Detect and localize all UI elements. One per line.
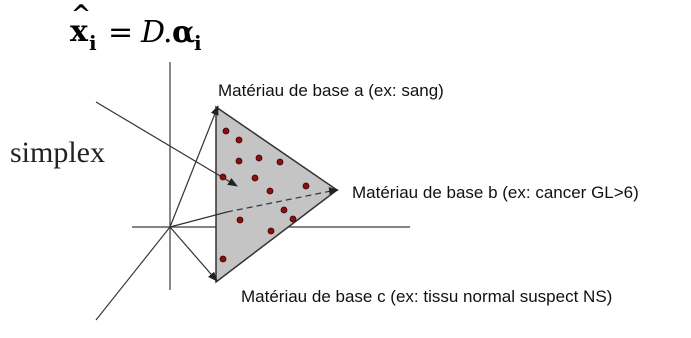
vertex-rays [169,105,339,282]
formula-hat: ^ [71,0,91,28]
formula-dictionary: D [140,15,165,50]
data-point [222,127,230,135]
vertex-b-label: Matériau de base b (ex: cancer GL>6) [352,183,639,202]
data-point [235,157,243,165]
data-point [251,174,259,182]
data-point [235,136,243,144]
formula-coef-symbol: α [172,15,195,50]
data-point [219,255,227,263]
formula-coef-subscript: i [194,31,202,55]
simplex-triangle [215,105,339,284]
data-point [219,173,227,181]
ray-vertex-b-dashed [226,189,337,213]
ray-vertex-b-arrow [328,187,339,196]
ray-vertex-a [169,105,219,228]
data-point [267,227,275,235]
vertex-c-label: Matériau de base c (ex: tissu normal sus… [241,287,612,306]
formula-lhs-subscript: i [89,31,97,55]
data-point [276,158,284,166]
formula: x ^ i = D . α i [70,0,202,55]
simplex-arrow [95,101,238,187]
data-point [280,206,288,214]
ray-vertex-b-solid [169,211,228,228]
data-point [302,182,310,190]
formula-dot: . [163,15,173,50]
data-point [255,154,263,162]
data-point [289,215,297,223]
formula-equals: = [108,15,133,50]
data-points [219,127,310,263]
data-point [266,187,274,195]
simplex-label: simplex [10,136,105,169]
vertex-a-label: Matériau de base a (ex: sang) [218,81,444,100]
ray-vertex-c [169,226,218,282]
depth-axis [95,226,171,321]
data-point [236,216,244,224]
formula-lhs-symbol: x [70,14,89,49]
